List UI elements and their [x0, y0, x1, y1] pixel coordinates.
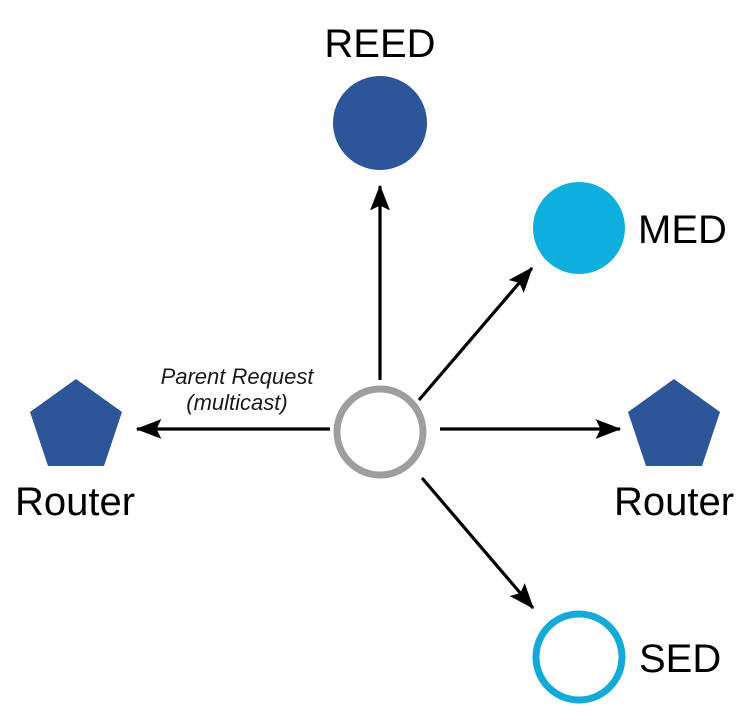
sed-circle — [532, 610, 626, 704]
node-reed[interactable]: REED — [324, 22, 436, 170]
node-router-right[interactable]: Router — [614, 379, 734, 524]
parent-request-label-line1: Parent Request — [161, 364, 315, 389]
reed-circle — [333, 76, 427, 170]
med-label: MED — [638, 208, 727, 252]
edge-center-to-med — [417, 266, 534, 402]
router-left-pentagon — [30, 379, 122, 466]
router-right-label: Router — [614, 480, 734, 524]
node-joining-device[interactable] — [333, 385, 427, 479]
parent-request-label-line2: (multicast) — [186, 390, 287, 415]
router-right-pentagon — [628, 379, 720, 466]
med-circle — [533, 182, 625, 274]
node-router-left[interactable]: Router — [15, 379, 135, 524]
node-med[interactable]: MED — [533, 182, 727, 274]
sed-label: SED — [639, 637, 721, 681]
node-sed[interactable]: SED — [532, 610, 721, 704]
joining-device-circle — [333, 385, 427, 479]
parent-request-label: Parent Request (multicast) — [161, 364, 315, 415]
edges-group — [135, 184, 622, 610]
router-left-label: Router — [15, 480, 135, 524]
edge-center-to-sed — [420, 476, 535, 610]
reed-label: REED — [324, 22, 435, 66]
